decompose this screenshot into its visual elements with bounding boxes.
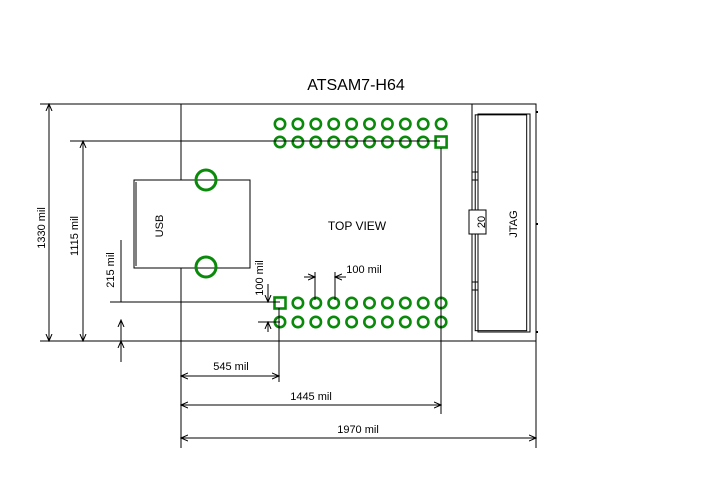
top-header-pin xyxy=(327,117,341,131)
dim-height-pin1: 1115 mil xyxy=(69,216,81,256)
top-header-pin xyxy=(398,117,412,131)
view-label: TOP VIEW xyxy=(328,219,387,233)
top-header-pin xyxy=(362,135,376,149)
bottom-header-pin xyxy=(398,296,412,310)
bottom-header-pin xyxy=(345,296,359,310)
bottom-header-pin xyxy=(309,296,323,310)
top-header-pin xyxy=(380,135,394,149)
bottom-header-pin xyxy=(362,296,376,310)
pin-headers xyxy=(273,117,448,329)
bottom-header-pin xyxy=(345,315,359,329)
usb-label: USB xyxy=(154,215,166,238)
top-header-pin xyxy=(345,117,359,131)
top-header-pin xyxy=(309,117,323,131)
usb-mount-hole-top xyxy=(194,168,218,192)
bottom-header-pin xyxy=(398,315,412,329)
top-header-pin xyxy=(345,135,359,149)
dim-pin1-x: 545 mil xyxy=(213,361,248,373)
jtag-pin20-box xyxy=(468,209,487,235)
bottom-header-pin1 xyxy=(273,296,287,310)
top-header-pin xyxy=(273,135,287,149)
top-header-pin xyxy=(380,117,394,131)
top-header-pin xyxy=(327,135,341,149)
dim-usb-offset: 215 mil xyxy=(105,252,117,287)
jtag-connector: 20 JTAG xyxy=(468,103,538,342)
bottom-header-pin xyxy=(291,296,305,310)
bottom-header-pin xyxy=(380,296,394,310)
top-header-pin xyxy=(398,135,412,149)
top-header-pin xyxy=(273,117,287,131)
dim-pin-pitch: 100 mil xyxy=(346,264,381,276)
top-header-pin xyxy=(416,117,430,131)
dimension-lines xyxy=(40,103,537,448)
drawing-title: ATSAM7-H64 xyxy=(307,77,405,94)
dim-height-total: 1330 mil xyxy=(36,207,48,249)
dim-width-total: 1970 mil xyxy=(337,424,379,436)
top-header-pin xyxy=(362,117,376,131)
bottom-header-pin xyxy=(291,315,305,329)
top-header-pin xyxy=(291,135,305,149)
bottom-header-pin xyxy=(380,315,394,329)
bottom-header-pin xyxy=(327,296,341,310)
top-header-pin1 xyxy=(434,135,448,149)
usb-connector: USB xyxy=(133,168,251,279)
jtag-label: JTAG xyxy=(508,210,520,237)
dim-header-span: 1445 mil xyxy=(290,391,332,403)
bottom-header-pin xyxy=(416,296,430,310)
bottom-header-pin xyxy=(362,315,376,329)
bottom-header-pin xyxy=(327,315,341,329)
bottom-header-pin xyxy=(416,315,430,329)
top-header-pin xyxy=(291,117,305,131)
top-header-pin xyxy=(416,135,430,149)
top-header-pin xyxy=(309,135,323,149)
jtag-pin20-label: 20 xyxy=(476,216,488,228)
top-header-pin xyxy=(434,117,448,131)
usb-mount-hole-bottom xyxy=(194,255,218,279)
dim-row-pitch: 100 mil xyxy=(254,260,266,295)
bottom-header-pin xyxy=(309,315,323,329)
